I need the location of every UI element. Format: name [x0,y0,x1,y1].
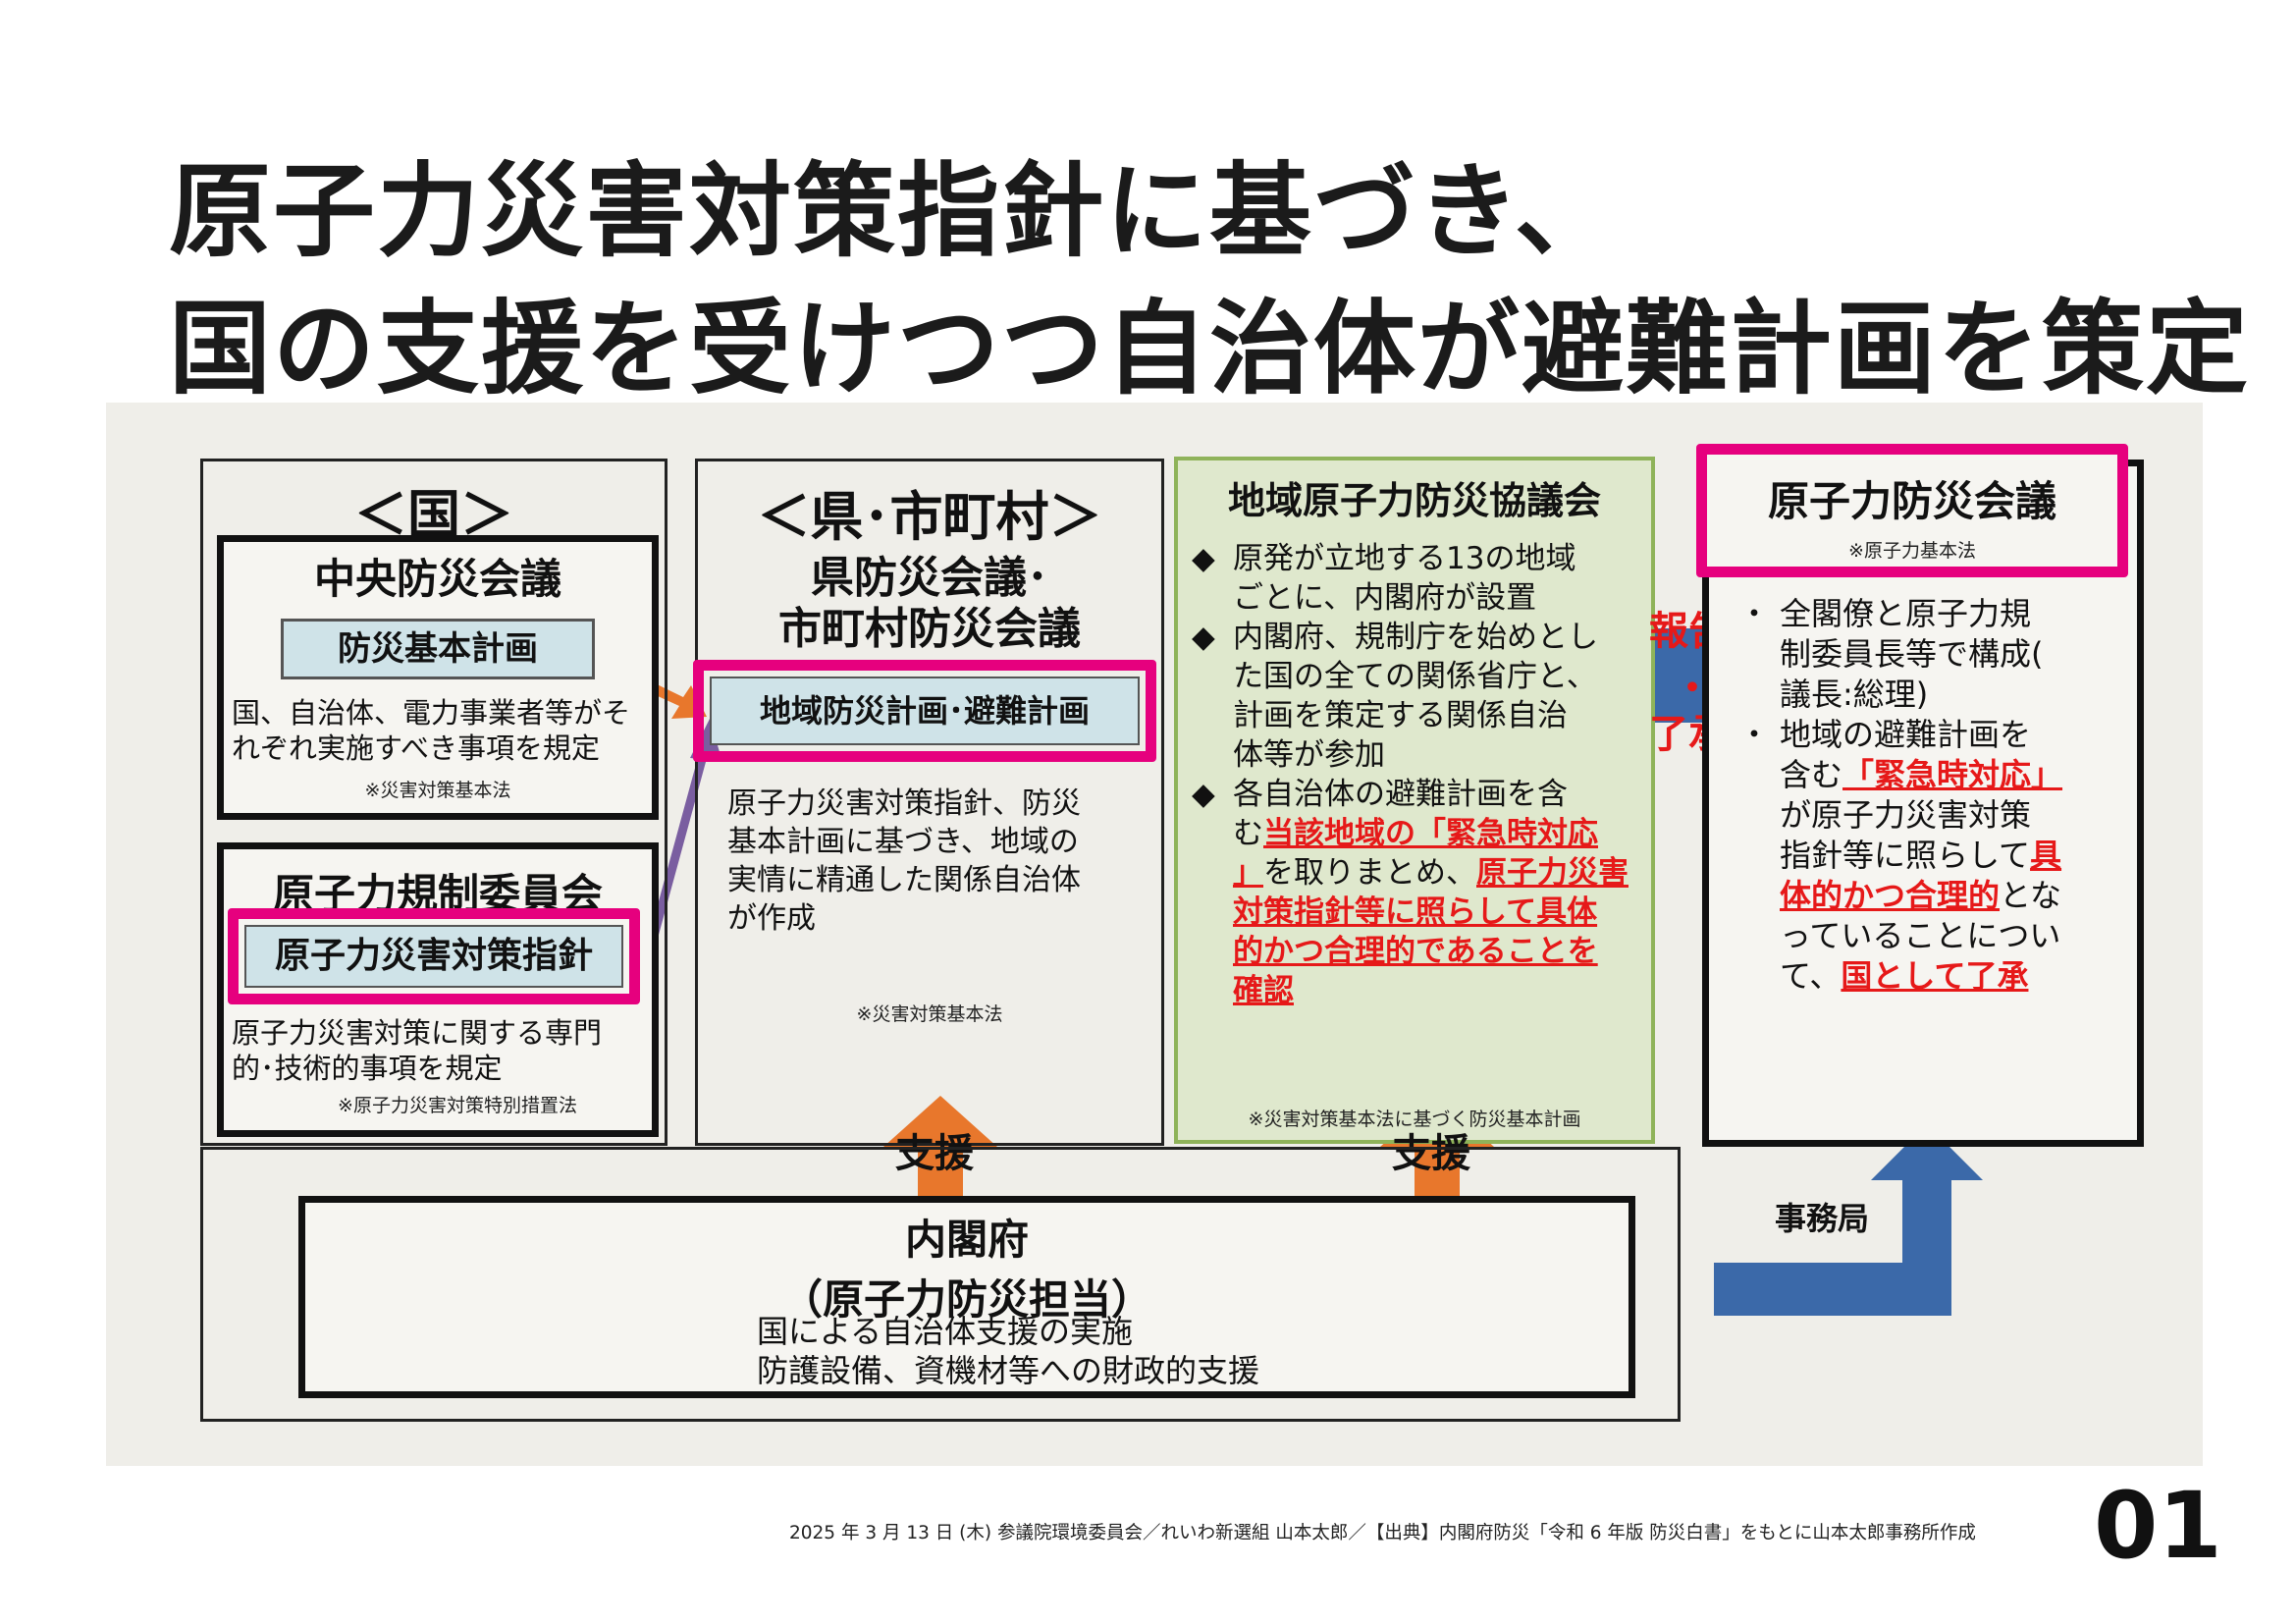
guideline-box: 原子力災害対策指針 [244,925,623,988]
prefecture-section: ＜県･市町村＞ 県防災会議･ 市町村防災会議 原子力災害対策指針、防災 基本計画… [695,459,1164,1146]
prefecture-desc-line-4: が作成 [727,901,816,936]
secretariat-arrow-icon [1714,1124,1983,1316]
diamond-bullet-icon: ◆ [1192,620,1215,655]
prefecture-council-line-1: 県防災会議･ [811,553,1048,603]
diamond-bullet-icon: ◆ [1192,777,1215,812]
page-number: 01 [2094,1473,2222,1580]
nuclear-council-bullet-1: ・ 全閣僚と原子力規 制委員長等で構成( 議長:総理) [1738,595,2044,713]
nra-note: ※原子力災害対策特別措置法 [338,1095,577,1116]
regional-note: ※災害対策基本法に基づく防災基本計画 [1248,1109,1581,1130]
regional-bullets: ◆ 原発が立地する13の地域 ごとに、内閣府が設置 ◆ 内閣府、規制庁を始めとし… [1192,539,1653,1010]
cabinet-subtitle: （原子力防災担当） [780,1275,1152,1324]
dot-bullet-icon: ・ [1738,716,1771,753]
footer-source: 2025 年 3 月 13 日 (木) 参議院環境委員会／れいわ新選組 山本太郎… [789,1523,1976,1543]
nuclear-council-bullets: ・ 全閣僚と原子力規 制委員長等で構成( 議長:総理) ・ 地域の避難計画を 含… [1738,594,2151,997]
regional-council-section: 地域原子力防災協議会 ◆ 原発が立地する13の地域 ごとに、内閣府が設置 ◆ 内… [1174,457,1655,1144]
guideline-highlight: 原子力災害対策指針 [228,908,640,1004]
page-title-line-1: 原子力災害対策指針に基づき、 [169,151,1619,271]
regional-bullet-2: ◆ 内閣府、規制庁を始めとし た国の全ての関係省庁と、 計画を策定する関係自治 … [1192,620,1598,773]
diamond-bullet-icon: ◆ [1192,541,1215,576]
local-plan-highlight: 地域防災計画･避難計画 [693,660,1156,762]
nuclear-regulation-authority: 原子力規制委員会 原子力災害対策に関する専門 的･技術的事項を規定 ※原子力災害… [217,842,659,1137]
secretariat-label: 事務局 [1775,1200,1870,1237]
nuclear-council-title: 原子力防災会議 [1767,477,2056,525]
nra-desc-line-2: 的･技術的事項を規定 [232,1052,503,1085]
nuclear-council-bullet-2: ・ 地域の避難計画を 含む「緊急時対応」 が原子力災害対策 指針等に照らして具 … [1738,716,2063,995]
prefecture-council-line-2: 市町村防災会議 [778,604,1081,654]
prefecture-header: ＜県･市町村＞ [757,486,1102,548]
prefecture-desc-line-2: 基本計画に基づき、地域の [727,825,1079,859]
central-council-desc: 国、自治体、電力事業者等がそれぞれ実施すべき事項を規定 [232,696,631,765]
central-council-title: 中央防災会議 [313,555,561,603]
basic-plan-box: 防災基本計画 [281,619,595,679]
cabinet-line-2: 防護設備、資機材等への財政的支援 [757,1352,1260,1389]
prefecture-note: ※災害対策基本法 [856,1003,1003,1025]
cabinet-title: 内閣府 [904,1216,1029,1264]
support-label-left: 支援 [895,1131,974,1176]
regional-bullet-1: ◆ 原発が立地する13の地域 ごとに、内閣府が設置 [1192,541,1576,616]
central-disaster-council: 中央防災会議 防災基本計画 国、自治体、電力事業者等がそれぞれ実施すべき事項を規… [217,535,659,820]
prefecture-desc-line-1: 原子力災害対策指針、防災 [727,786,1081,821]
cabinet-outer [200,1147,1681,1422]
local-plan-box: 地域防災計画･避難計画 [710,677,1140,745]
dot-bullet-icon: ・ [1738,595,1771,632]
nuclear-council-note: ※原子力基本法 [1848,540,1976,562]
prefecture-desc-line-3: 実情に精通した関係自治体 [727,863,1081,897]
central-council-note: ※災害対策基本法 [364,780,511,801]
disaster-plan-diagram: ＜国＞ 中央防災会議 防災基本計画 国、自治体、電力事業者等がそれぞれ実施すべき… [106,403,2203,1466]
cabinet-office-box: 内閣府 （原子力防災担当） 国による自治体支援の実施 防護設備、資機材等への財政… [298,1196,1635,1398]
page-title-line-2: 国の支援を受けつつ自治体が避難計画を策定 [169,289,2251,408]
support-label-right: 支援 [1392,1131,1470,1176]
nuclear-council-title-highlight: 原子力防災会議 ※原子力基本法 [1696,444,2128,577]
cabinet-line-1: 国による自治体支援の実施 [757,1313,1134,1350]
nra-desc-line-1: 原子力災害対策に関する専門 [232,1016,603,1050]
regional-council-title: 地域原子力防災協議会 [1227,479,1601,522]
regional-bullet-3: ◆ 各自治体の避難計画を含 む当該地域の「緊急時対応 」を取りまとめ、原子力災害… [1192,777,1629,1008]
